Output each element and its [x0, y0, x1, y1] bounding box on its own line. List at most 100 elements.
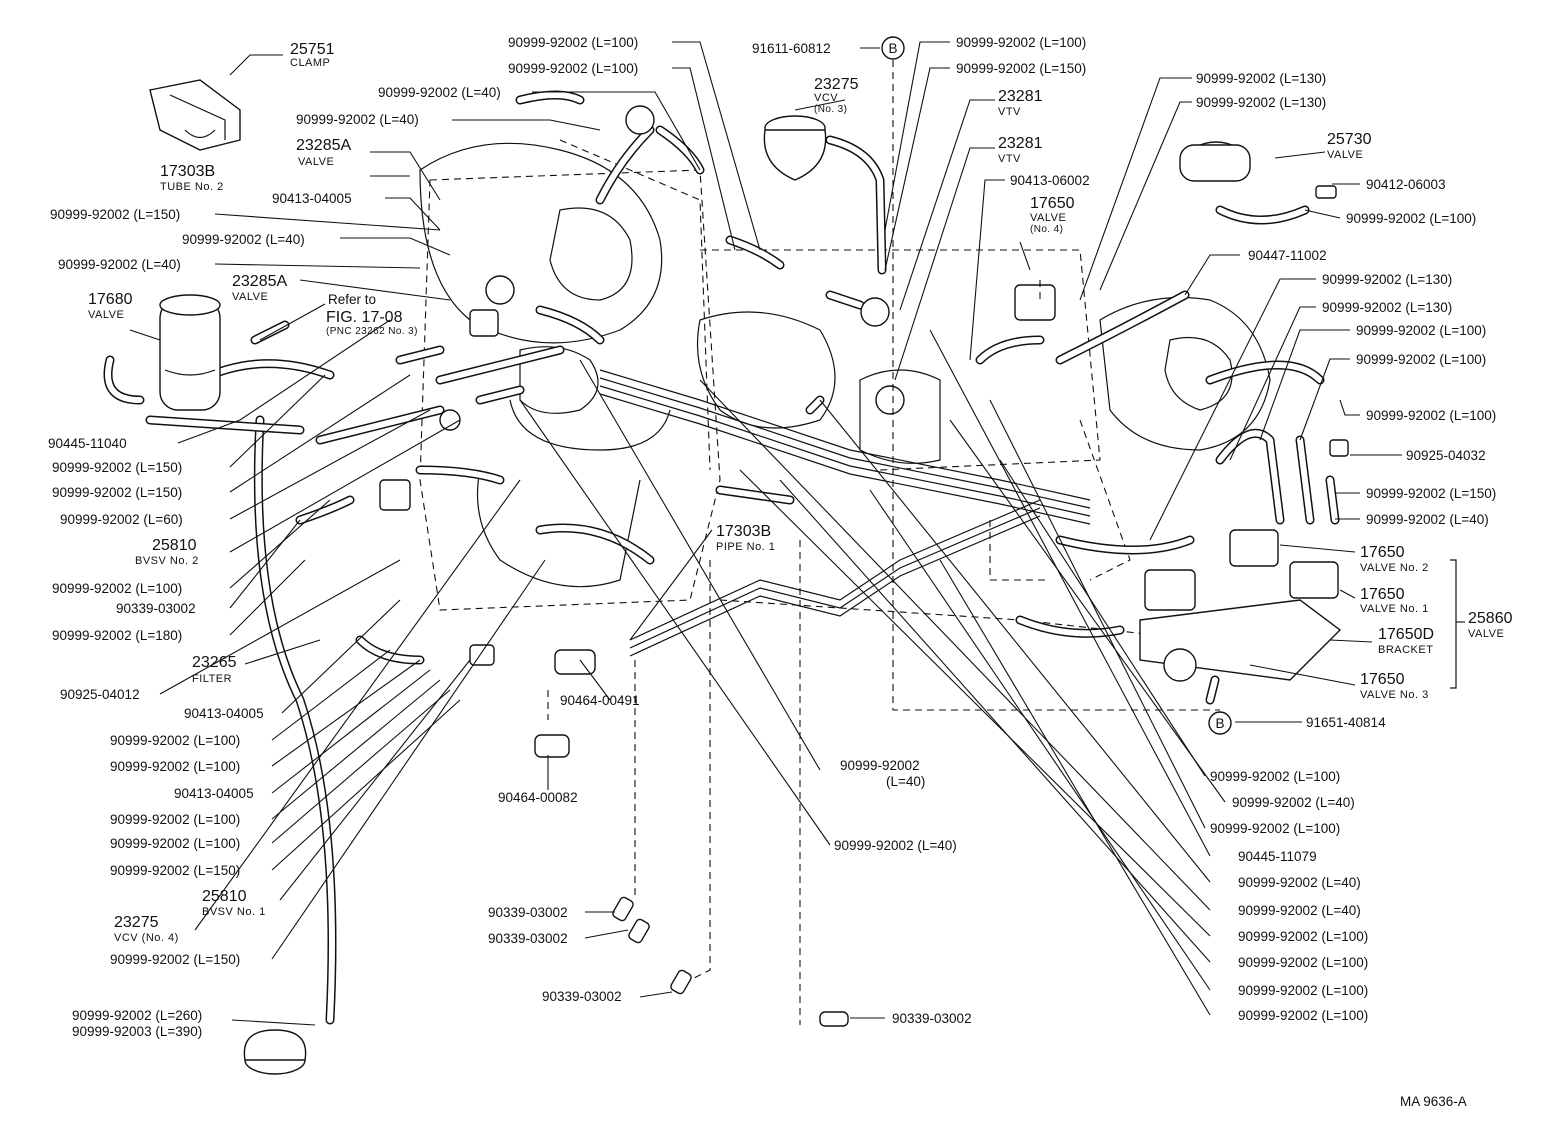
- label-valve-no1-pn: 17650: [1360, 586, 1405, 603]
- ref-marker-b-bottom: B: [1215, 716, 1224, 731]
- label-hose-l26: 90999-92002 (L=100): [110, 733, 240, 748]
- label-hose-l67a: 90999-92002: [840, 758, 920, 773]
- label-l55: 90925-04032: [1406, 448, 1486, 463]
- label-l15: 90445-11040: [48, 436, 127, 451]
- label-hose-l02: 90999-92002 (L=100): [508, 35, 638, 50]
- label-hose-l17: 90999-92002 (L=150): [52, 485, 182, 500]
- label-filter-desc: FILTER: [192, 673, 232, 685]
- label-hose-l11: 90999-92002 (L=40): [58, 257, 181, 272]
- label-hose-l77: 90999-92002 (L=40): [1238, 875, 1361, 890]
- label-l65: 90464-00491: [560, 693, 640, 708]
- label-hose-l57: 90999-92002 (L=40): [1366, 512, 1489, 527]
- label-l36: 91611-60812: [752, 41, 831, 56]
- label-valve-25860-desc: VALVE: [1468, 628, 1504, 640]
- label-tube-17303b-desc: TUBE No. 2: [160, 181, 224, 193]
- label-bvsv1-pn: 25810: [202, 888, 247, 905]
- label-valve-no3-desc: VALVE No. 3: [1360, 689, 1429, 701]
- label-hose-l03: 90999-92002 (L=100): [508, 61, 638, 76]
- label-hose-l27: 90999-92002 (L=100): [110, 759, 240, 774]
- label-tube-17303b-pn: 17303B: [160, 163, 215, 180]
- label-l69: 90339-03002: [488, 905, 568, 920]
- label-l08: 90413-04005: [272, 191, 352, 206]
- label-hose-l51: 90999-92002 (L=130): [1322, 300, 1452, 315]
- label-hose-l53: 90999-92002 (L=100): [1356, 352, 1486, 367]
- label-hose-l82: 90999-92002 (L=100): [1238, 1008, 1368, 1023]
- label-hose-l44: 90999-92002 (L=130): [1196, 71, 1326, 86]
- label-hose-l18: 90999-92002 (L=60): [60, 512, 183, 527]
- label-bvsv2-pn: 25810: [152, 537, 197, 554]
- label-filter-pn: 23265: [192, 654, 237, 671]
- label-l21: 90339-03002: [116, 601, 196, 616]
- label-hose-l20: 90999-92002 (L=100): [52, 581, 182, 596]
- label-vcv4-pn: 23275: [114, 914, 159, 931]
- label-hose-l29: 90999-92002 (L=100): [110, 812, 240, 827]
- label-hose-l45: 90999-92002 (L=130): [1196, 95, 1326, 110]
- label-vcv3-pn: 23275: [814, 76, 859, 93]
- label-refer-line1: Refer to: [328, 292, 376, 307]
- label-hose-l73: 90999-92002 (L=100): [1210, 769, 1340, 784]
- label-vtv-2-pn: 23281: [998, 135, 1043, 152]
- label-l72: 90339-03002: [892, 1011, 972, 1026]
- ref-marker-b-top: B: [888, 41, 897, 56]
- label-hose-l56: 90999-92002 (L=150): [1366, 486, 1496, 501]
- label-pipe-17303b-pn: 17303B: [716, 523, 771, 540]
- leader-lines: [129, 41, 1465, 1026]
- label-hose-l75: 90999-92002 (L=100): [1210, 821, 1340, 836]
- label-vcv4-desc: VCV (No. 4): [114, 932, 179, 944]
- label-valve-no1-desc: VALVE No. 1: [1360, 603, 1429, 615]
- label-valve-no3-pn: 17650: [1360, 671, 1405, 688]
- label-hose-l48: 90999-92002 (L=100): [1346, 211, 1476, 226]
- label-hose-l10: 90999-92002 (L=40): [182, 232, 305, 247]
- label-hose-l67b: (L=40): [886, 774, 925, 789]
- label-valve-17680-desc: VALVE: [88, 309, 124, 321]
- label-hose-l34: 90999-92002 (L=150): [110, 952, 240, 967]
- label-valve4-desc2: (No. 4): [1030, 224, 1063, 235]
- label-l76: 90445-11079: [1238, 849, 1317, 864]
- label-hose-l16: 90999-92002 (L=150): [52, 460, 182, 475]
- label-hose-l78: 90999-92002 (L=40): [1238, 903, 1361, 918]
- label-clamp-pn: 25751: [290, 41, 335, 58]
- label-l66: 90464-00082: [498, 790, 578, 805]
- label-valve4-pn: 17650: [1030, 195, 1075, 212]
- label-l70: 90339-03002: [488, 931, 568, 946]
- label-l42: 90413-06002: [1010, 173, 1090, 188]
- label-valve-23285a-2-desc: VALVE: [232, 291, 268, 303]
- label-l47: 90412-06003: [1366, 177, 1446, 192]
- label-hose-l38: 90999-92002 (L=100): [956, 35, 1086, 50]
- label-hose-l81: 90999-92002 (L=100): [1238, 983, 1368, 998]
- label-hose-l05: 90999-92002 (L=40): [296, 112, 419, 127]
- label-valve-17680-pn: 17680: [88, 291, 133, 308]
- label-hose-l22: 90999-92002 (L=180): [52, 628, 182, 643]
- label-refer-line3: (PNC 23262 No. 3): [326, 326, 418, 337]
- label-hose-l35b: 90999-92003 (L=390): [72, 1024, 202, 1039]
- label-vtv-1-desc: VTV: [998, 106, 1021, 118]
- label-bracket-desc: BRACKET: [1378, 644, 1433, 656]
- label-valve-23285a-desc: VALVE: [298, 156, 334, 168]
- label-hose-l09: 90999-92002 (L=150): [50, 207, 180, 222]
- label-clamp-desc: CLAMP: [290, 57, 330, 69]
- label-vtv-1-pn: 23281: [998, 88, 1043, 105]
- label-l24: 90925-04012: [60, 687, 140, 702]
- label-valve-23285a-pn: 23285A: [296, 137, 351, 154]
- label-hose-l04: 90999-92002 (L=40): [378, 85, 501, 100]
- label-l71: 90339-03002: [542, 989, 622, 1004]
- label-valve-no2-desc: VALVE No. 2: [1360, 562, 1429, 574]
- label-l25: 90413-04005: [184, 706, 264, 721]
- label-hose-l79: 90999-92002 (L=100): [1238, 929, 1368, 944]
- part-labels: 25751 CLAMP 90999-92002 (L=100) 90999-92…: [48, 35, 1513, 1109]
- label-hose-l52: 90999-92002 (L=100): [1356, 323, 1486, 338]
- figure-code: MA 9636-A: [1400, 1094, 1467, 1109]
- label-hose-l35a: 90999-92002 (L=260): [72, 1008, 202, 1023]
- label-vtv-2-desc: VTV: [998, 153, 1021, 165]
- label-valve-23285a-2-pn: 23285A: [232, 273, 287, 290]
- label-refer-line2: FIG. 17-08: [326, 309, 403, 326]
- label-l63: 91651-40814: [1306, 715, 1386, 730]
- label-bvsv2-desc: BVSV No. 2: [135, 555, 199, 567]
- label-vcv3-desc2: (No. 3): [814, 104, 847, 115]
- label-l49: 90447-11002: [1248, 248, 1327, 263]
- label-l28: 90413-04005: [174, 786, 254, 801]
- label-bvsv1-desc: BVSV No. 1: [202, 906, 266, 918]
- label-hose-l54: 90999-92002 (L=100): [1366, 408, 1496, 423]
- label-valve-25730-desc: VALVE: [1327, 149, 1363, 161]
